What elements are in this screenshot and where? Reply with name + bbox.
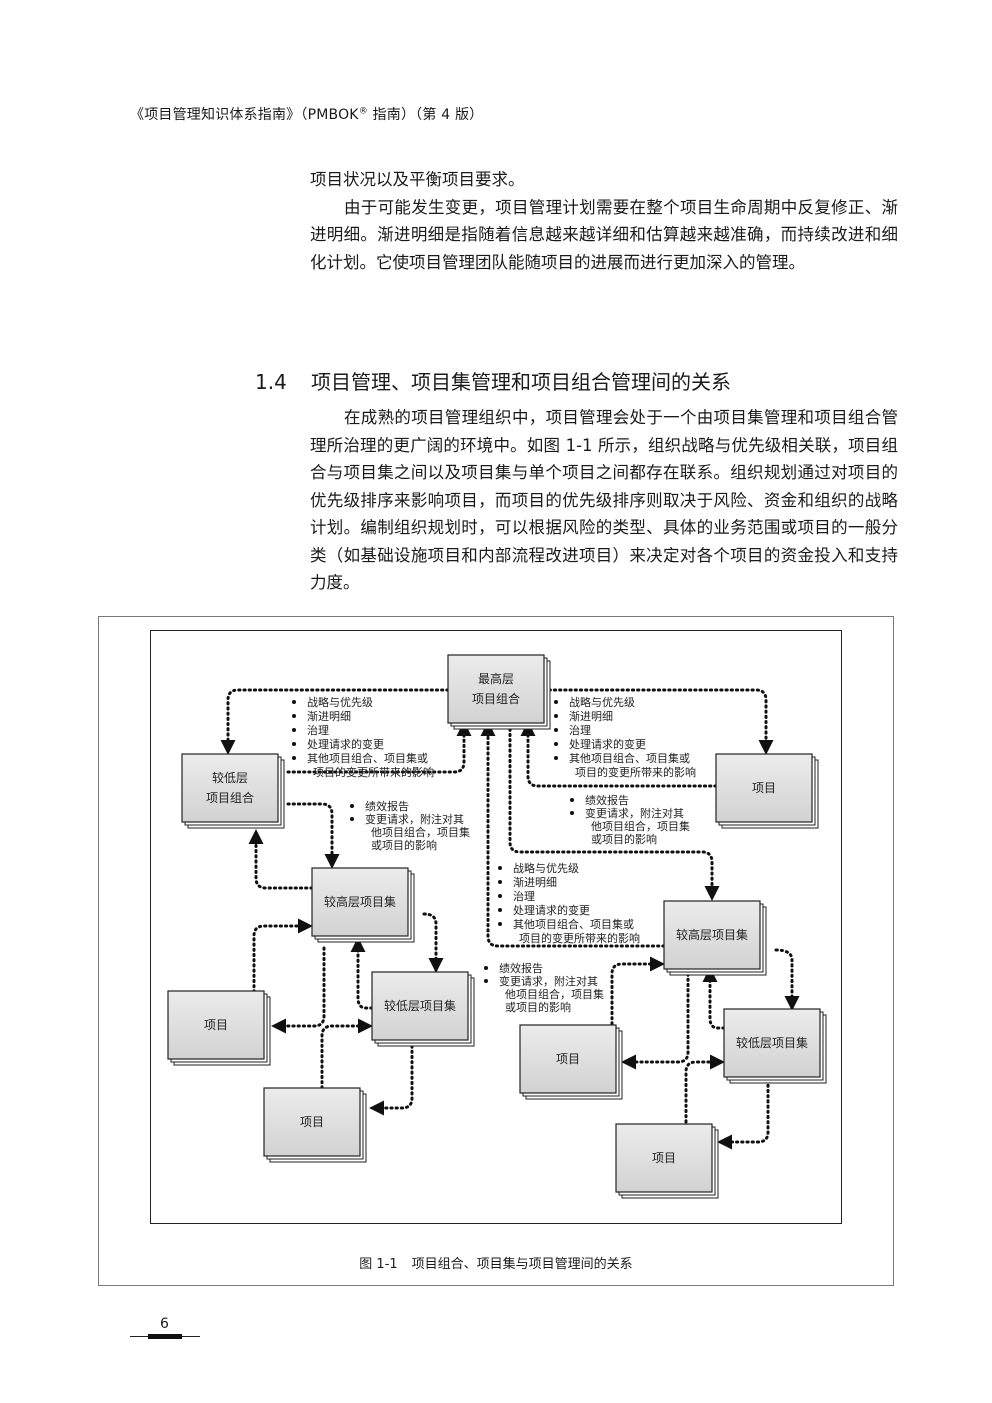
figure-number: 图 1-1: [359, 1257, 398, 1272]
section-title: 项目管理、项目集管理和项目组合管理间的关系: [311, 370, 731, 394]
intro-text: 项目状况以及平衡项目要求。 由于可能发生变更，项目管理计划需要在整个项目生命周期…: [310, 166, 898, 276]
running-header: 《项目管理知识体系指南》（PMBOK® 指南）（第 4 版）: [130, 106, 484, 123]
registered-mark: ®: [358, 106, 368, 117]
figure-title: 项目组合、项目集与项目管理间的关系: [411, 1257, 633, 1272]
section-number: 1.4: [255, 370, 287, 394]
figure-caption: 图 1-1 项目组合、项目集与项目管理间的关系: [0, 1253, 992, 1272]
section-heading: 1.4 项目管理、项目集管理和项目组合管理间的关系: [255, 366, 731, 395]
page-number: 6: [160, 1316, 169, 1332]
intro-line: 项目状况以及平衡项目要求。: [310, 170, 525, 189]
intro-paragraph: 由于可能发生变更，项目管理计划需要在整个项目生命周期中反复修正、渐进明细。渐进明…: [310, 197, 898, 272]
diagram-box: [150, 630, 842, 1224]
section-paragraph: 在成熟的项目管理组织中，项目管理会处于一个由项目集管理和项目组合管理所治理的更广…: [310, 408, 898, 592]
page-rule-bold: [148, 1334, 182, 1339]
